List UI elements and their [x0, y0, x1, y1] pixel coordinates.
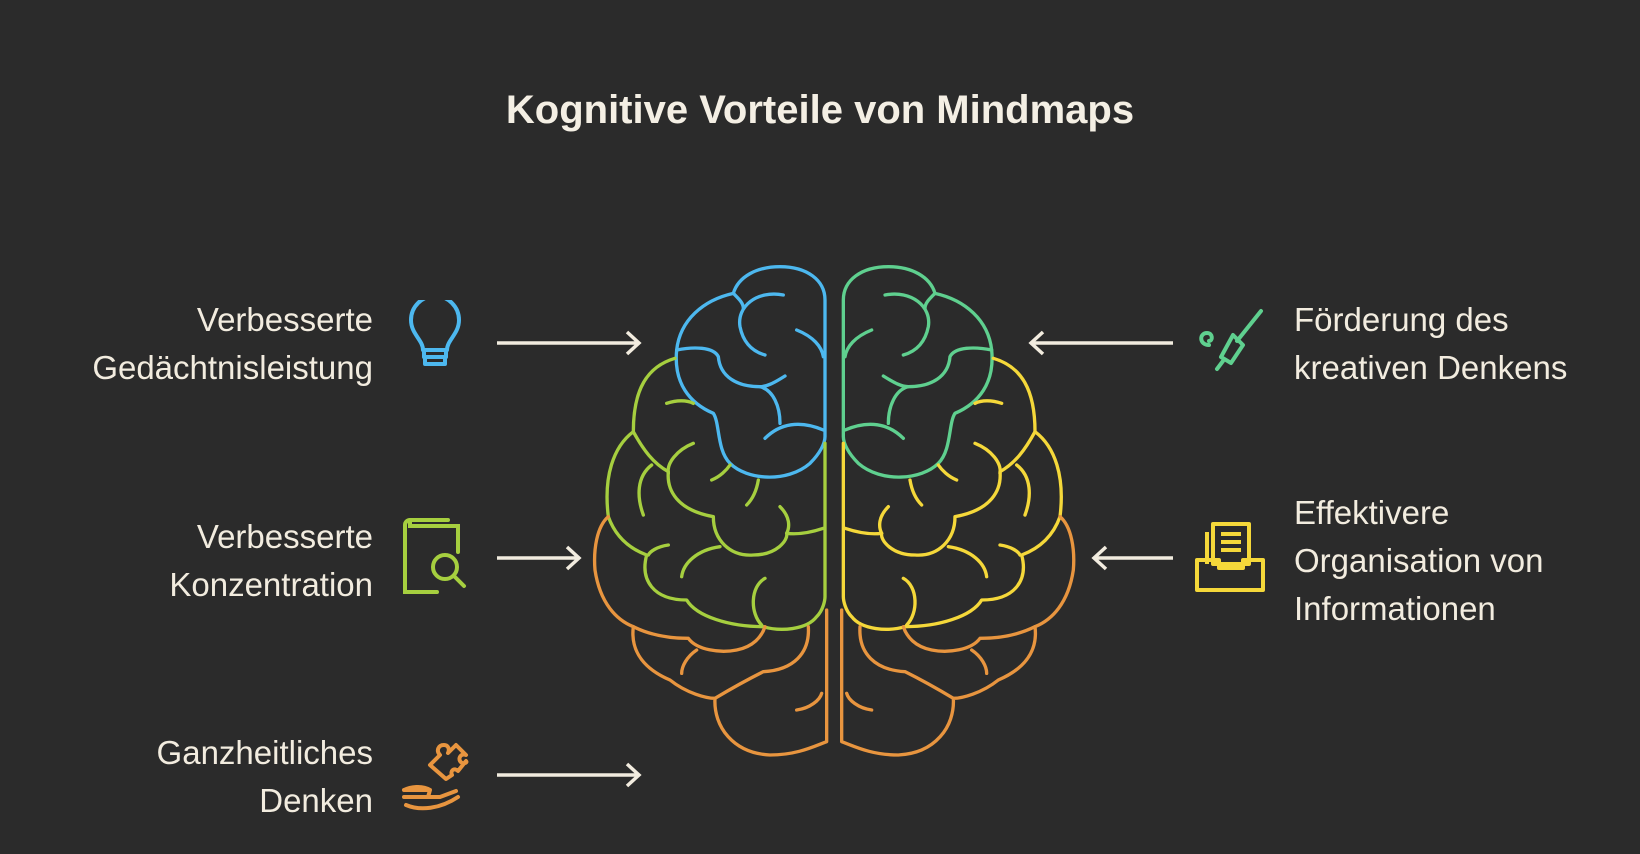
- benefit-creativity-label: Förderung des kreativen Denkens: [1294, 296, 1567, 392]
- label-line: Gedächtnisleistung: [92, 349, 373, 386]
- label-line: Effektivere: [1294, 494, 1450, 531]
- arrow-memory: [497, 330, 642, 356]
- lightbulb-icon: [409, 300, 461, 366]
- document-tray-icon: [1195, 522, 1265, 592]
- right-hemisphere: [840, 265, 1076, 757]
- label-line: Förderung des: [1294, 301, 1509, 338]
- arrow-holistic: [497, 762, 642, 788]
- label-line: Verbesserte: [196, 518, 373, 555]
- benefit-holistic-label: Ganzheitliches Denken: [157, 729, 373, 825]
- benefit-organisation-label: Effektivere Organisation von Information…: [1294, 489, 1543, 633]
- label-line: Ganzheitliches: [156, 734, 373, 771]
- left-frontal-lobe: [674, 265, 827, 479]
- right-lower-lobe: [840, 515, 1076, 757]
- left-middle-lobe: [605, 356, 827, 631]
- hand-puzzle-icon: [402, 743, 469, 811]
- right-middle-lobe: [841, 356, 1063, 631]
- left-lower-lobe: [592, 515, 829, 757]
- page-title: Kognitive Vorteile von Mindmaps: [505, 88, 1135, 132]
- label-line: Konzentration: [169, 566, 373, 603]
- label-line: Informationen: [1294, 590, 1496, 627]
- benefit-concentration-label: Verbesserte Konzentration: [169, 513, 373, 609]
- right-frontal-lobe: [841, 265, 994, 479]
- brain-illustration: [592, 265, 1076, 757]
- label-line: Verbesserte: [196, 301, 373, 338]
- book-search-icon: [403, 518, 466, 594]
- paintbrush-icon: [1199, 309, 1263, 371]
- left-hemisphere: [592, 265, 829, 757]
- label-line: kreativen Denkens: [1294, 349, 1568, 386]
- benefit-memory-label: Verbesserte Gedächtnisleistung: [92, 296, 373, 392]
- arrow-concentration: [497, 545, 582, 571]
- arrow-creativity: [1028, 330, 1173, 356]
- arrow-organisation: [1091, 545, 1173, 571]
- label-line: Denken: [259, 782, 373, 819]
- label-line: Organisation von: [1294, 542, 1544, 579]
